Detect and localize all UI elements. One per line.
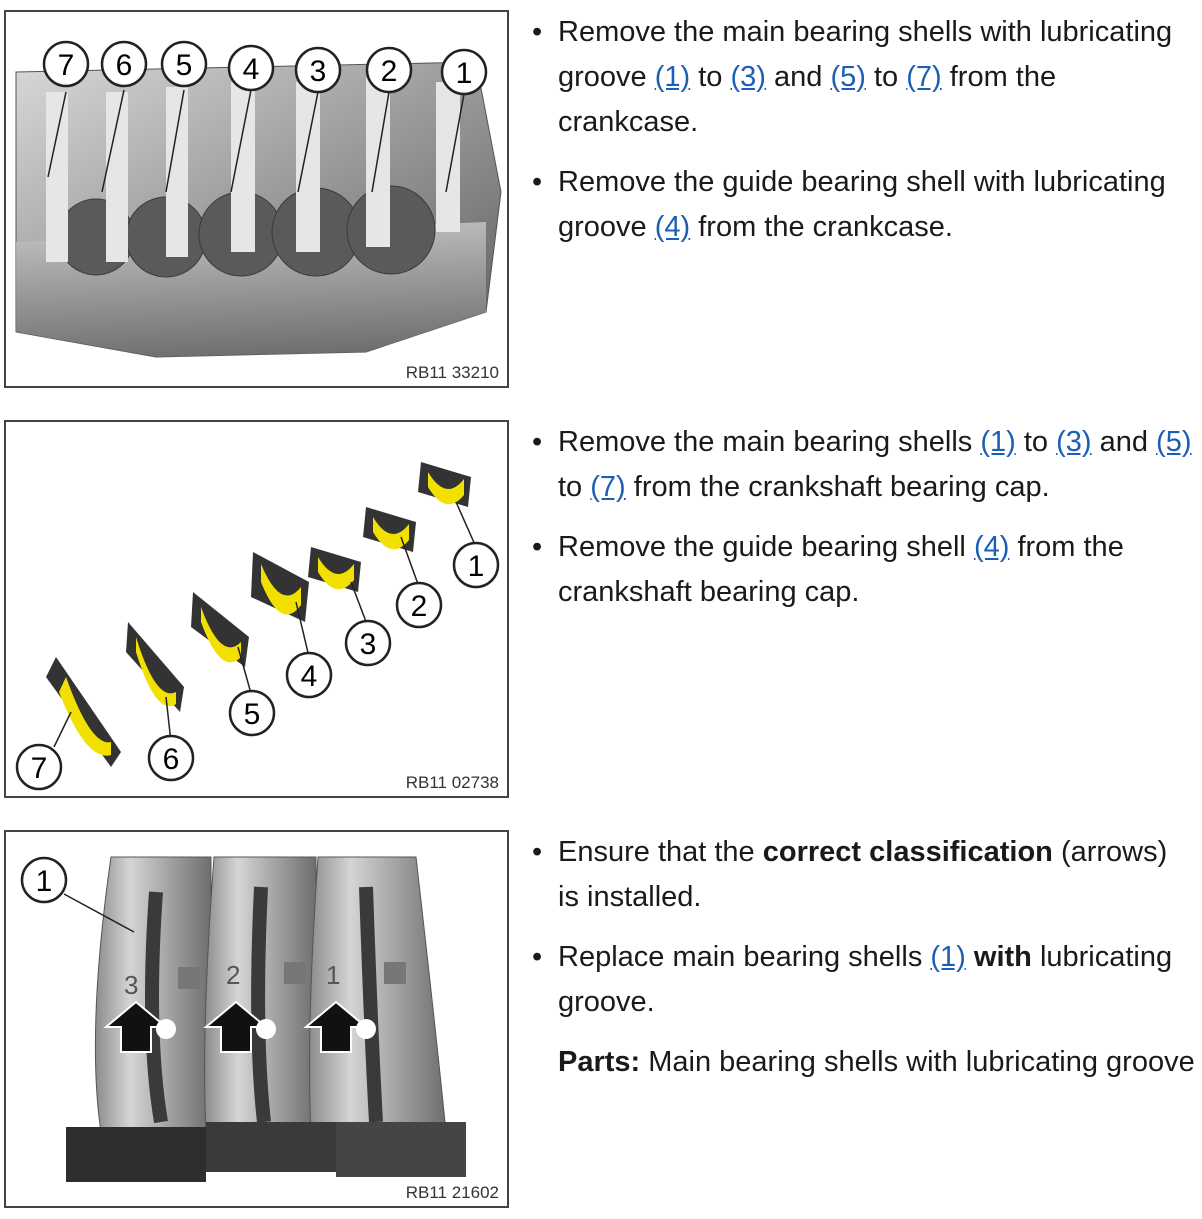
svg-text:1: 1 bbox=[456, 57, 473, 90]
bullet-item: Remove the main bearing shells (1) to (3… bbox=[530, 420, 1195, 510]
shell-marks: 3 2 1 bbox=[124, 960, 340, 1000]
callout-3: 3 bbox=[294, 46, 342, 94]
reference-link[interactable]: (3) bbox=[730, 61, 766, 93]
reference-link[interactable]: (4) bbox=[654, 211, 691, 243]
crankcase-illustration: 7 6 5 4 3 2 1 bbox=[15, 40, 502, 358]
arrow-up-icon bbox=[103, 1000, 176, 1053]
text-run: from the crankshaft bearing cap. bbox=[558, 531, 1124, 608]
arrow-up-icon bbox=[303, 1000, 376, 1053]
reference-link[interactable]: (5) bbox=[830, 61, 866, 93]
classification-arrows bbox=[103, 1000, 376, 1053]
text-run: to bbox=[690, 61, 731, 93]
svg-text:6: 6 bbox=[163, 743, 180, 776]
figure-bearing-cap-shells: 1 2 3 4 5 6 7 RB11 02738 bbox=[4, 420, 509, 798]
text-run: from the crankcase. bbox=[558, 61, 1057, 138]
callout-6: 6 bbox=[100, 40, 148, 88]
figure-bearing-classification: 3 2 1 1 RB11 21602 bbox=[4, 830, 509, 1208]
svg-text:6: 6 bbox=[116, 49, 133, 82]
svg-text:1: 1 bbox=[468, 550, 485, 583]
reference-link[interactable]: (3) bbox=[1056, 426, 1092, 458]
text-run: Remove the guide bearing shell with lubr… bbox=[558, 166, 1166, 243]
callout-7: 7 bbox=[15, 743, 63, 791]
callout-7: 7 bbox=[42, 40, 90, 88]
figure-crankcase: 7 6 5 4 3 2 1 RB11 33210 bbox=[4, 10, 509, 388]
svg-text:3: 3 bbox=[360, 628, 377, 661]
bullet-list: Remove the main bearing shells with lubr… bbox=[530, 10, 1195, 250]
text-run: from the crankcase. bbox=[690, 211, 953, 243]
text-run: Ensure that the bbox=[558, 836, 763, 868]
svg-text:5: 5 bbox=[176, 49, 193, 82]
reference-link[interactable]: (1) bbox=[654, 61, 691, 93]
callout-2: 2 bbox=[395, 581, 443, 629]
callout-1: 1 bbox=[20, 856, 68, 904]
bullet-list: Remove the main bearing shells (1) to (3… bbox=[530, 420, 1195, 615]
svg-text:3: 3 bbox=[310, 55, 327, 88]
text-run: Remove the main bearing shells with lubr… bbox=[558, 16, 1173, 93]
shell-mark: 1 bbox=[326, 960, 340, 990]
bullet-item: Remove the guide bearing shell (4) from … bbox=[530, 525, 1195, 615]
callout-3: 3 bbox=[344, 619, 392, 667]
svg-text:5: 5 bbox=[244, 698, 261, 731]
callout-4: 4 bbox=[227, 44, 275, 92]
text-run: to bbox=[865, 61, 907, 93]
callout-5: 5 bbox=[228, 689, 276, 737]
svg-text:2: 2 bbox=[381, 55, 398, 88]
bearing-classification-illustration: 3 2 1 1 bbox=[20, 856, 466, 1182]
callouts-bearing-cap: 1 2 3 4 5 6 7 bbox=[15, 541, 500, 791]
figure-code: RB11 02738 bbox=[405, 773, 499, 792]
text-run: to bbox=[558, 471, 591, 503]
shell-mark: 2 bbox=[226, 960, 240, 990]
svg-text:1: 1 bbox=[36, 865, 53, 898]
reference-link[interactable]: (1) bbox=[980, 426, 1016, 458]
instructions-1: Remove the main bearing shells with lubr… bbox=[530, 10, 1195, 265]
reference-link[interactable]: (1) bbox=[930, 941, 966, 973]
text-run: to bbox=[1015, 426, 1057, 458]
svg-text:2: 2 bbox=[411, 590, 428, 623]
reference-link[interactable]: (5) bbox=[1156, 426, 1192, 458]
callouts-crankcase: 7 6 5 4 3 2 1 bbox=[42, 40, 488, 96]
bullet-item: Replace main bearing shells (1) with lub… bbox=[530, 935, 1195, 1025]
arrow-up-icon bbox=[203, 1000, 276, 1053]
callout-5: 5 bbox=[160, 40, 208, 88]
parts-note: Parts: Main bearing shells with lubricat… bbox=[530, 1040, 1195, 1085]
text-run: (arrows) is installed. bbox=[558, 836, 1168, 913]
svg-text:4: 4 bbox=[301, 660, 318, 693]
text-run: lubricating groove. bbox=[558, 941, 1173, 1018]
svg-text:7: 7 bbox=[58, 49, 75, 82]
parts-text: Main bearing shells with lubricating gro… bbox=[640, 1046, 1195, 1078]
callout-1: 1 bbox=[452, 541, 500, 589]
bullet-list: Ensure that the correct classification (… bbox=[530, 830, 1195, 1025]
bullet-item: Remove the guide bearing shell with lubr… bbox=[530, 160, 1195, 250]
parts-label: Parts: bbox=[558, 1046, 641, 1078]
bullet-item: Remove the main bearing shells with lubr… bbox=[530, 10, 1195, 145]
reference-link[interactable]: (7) bbox=[906, 61, 942, 93]
text-run: Remove the main bearing shells bbox=[558, 426, 981, 458]
callout-4: 4 bbox=[285, 651, 333, 699]
callout-2: 2 bbox=[365, 46, 413, 94]
text-run: and bbox=[765, 61, 831, 93]
callout-6: 6 bbox=[147, 734, 195, 782]
instructions-3: Ensure that the correct classification (… bbox=[530, 830, 1195, 1085]
text-run bbox=[966, 941, 974, 973]
instructions-2: Remove the main bearing shells (1) to (3… bbox=[530, 420, 1195, 630]
figure-code: RB11 33210 bbox=[405, 363, 499, 382]
bold-text: with bbox=[973, 941, 1032, 973]
svg-text:4: 4 bbox=[243, 53, 260, 86]
bearing-shells-illustration: 1 2 3 4 5 6 7 bbox=[15, 462, 500, 791]
reference-link[interactable]: (4) bbox=[973, 531, 1010, 563]
callout-1: 1 bbox=[440, 48, 488, 96]
bold-text: correct classification bbox=[762, 836, 1053, 868]
text-run: Remove the guide bearing shell bbox=[558, 531, 974, 563]
text-run: and bbox=[1091, 426, 1157, 458]
text-run: from the crankshaft bearing cap. bbox=[625, 471, 1050, 503]
reference-link[interactable]: (7) bbox=[590, 471, 626, 503]
svg-text:7: 7 bbox=[31, 752, 48, 785]
figure-code: RB11 21602 bbox=[405, 1183, 499, 1202]
shell-mark: 3 bbox=[124, 970, 138, 1000]
text-run: Replace main bearing shells bbox=[558, 941, 931, 973]
bullet-item: Ensure that the correct classification (… bbox=[530, 830, 1195, 920]
